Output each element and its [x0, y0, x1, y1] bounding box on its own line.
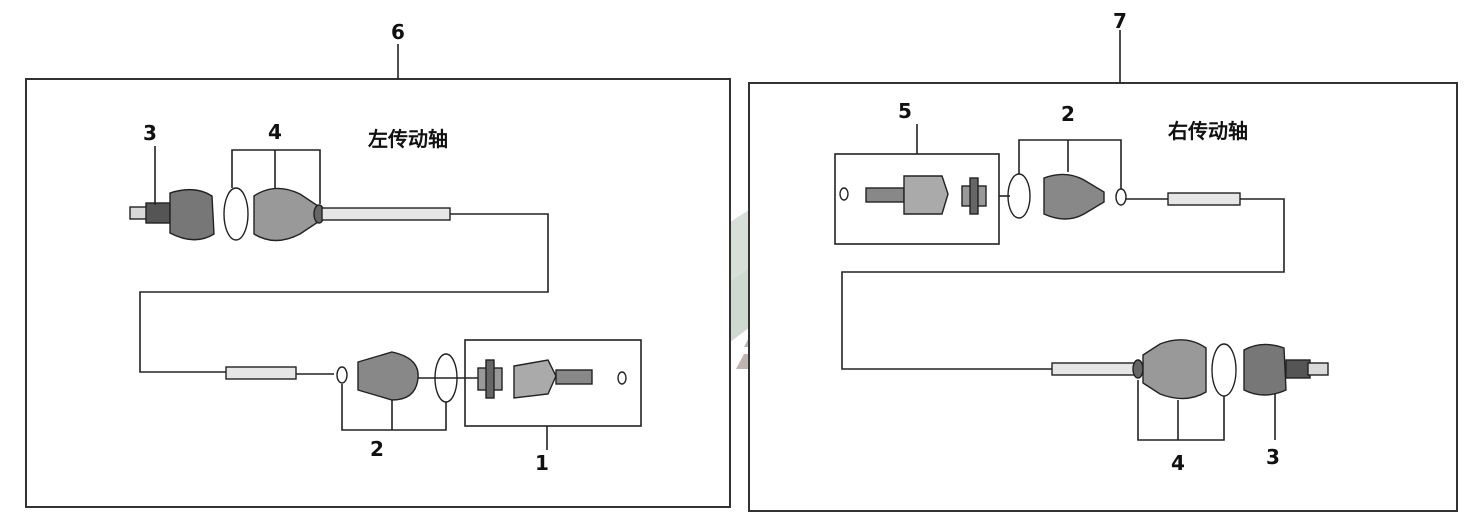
right-inner-circlip	[839, 187, 849, 201]
left-callout-2-bracket	[341, 384, 447, 431]
right-callout-3: 3	[1266, 445, 1280, 469]
right-outer-boot	[1142, 339, 1207, 400]
right-outer-spline	[1285, 359, 1311, 379]
right-tripod-joint	[961, 177, 987, 215]
right-inner-boot	[1043, 173, 1105, 220]
left-inner-stub-axle	[555, 369, 593, 385]
right-assembly-frame	[748, 82, 1458, 512]
left-tripod-joint	[477, 359, 503, 399]
right-drive-shaft-assembly: 7 右传动轴 5 2 4	[748, 9, 1458, 512]
left-callout-4-bracket	[231, 149, 321, 204]
right-boot-clamp-small	[1132, 359, 1144, 379]
left-callout-3: 3	[143, 121, 157, 145]
left-assembly-frame	[25, 78, 731, 508]
left-inner-joint-group	[225, 351, 486, 403]
left-inner-joint-box	[464, 339, 642, 427]
right-callout-4: 4	[1171, 451, 1185, 475]
left-shaft-flow-line	[139, 213, 549, 373]
right-callout-5: 5	[898, 99, 912, 123]
right-callout-2-bracket	[1018, 139, 1122, 189]
left-boot-clamp-large	[223, 187, 249, 241]
right-callout-4-bracket	[1137, 380, 1225, 441]
left-inner-clamp-small	[336, 366, 348, 384]
left-inner-boot	[357, 351, 419, 401]
right-callout-2: 2	[1061, 102, 1075, 126]
right-inner-stub-axle	[865, 187, 905, 203]
left-callout-2: 2	[370, 437, 384, 461]
right-inner-cv-housing	[903, 175, 949, 215]
left-assembly-title: 左传动轴	[368, 127, 448, 151]
left-callout-1: 1	[535, 451, 549, 475]
right-assembly-title: 右传动轴	[1168, 119, 1248, 143]
left-inner-cv-housing	[513, 359, 557, 399]
right-outer-stub-axle	[1307, 362, 1329, 376]
left-outer-spline	[145, 202, 171, 224]
left-shaft-lower	[225, 366, 297, 380]
left-drive-shaft-assembly: 6 左传动轴 3 4	[25, 20, 731, 508]
left-shaft-upper	[321, 207, 451, 221]
right-shaft-upper	[1167, 192, 1241, 206]
left-outer-joint-group	[129, 187, 451, 242]
right-outer-cv-joint	[1243, 343, 1287, 396]
right-assembly-number: 7	[1113, 9, 1127, 33]
left-callout-4: 4	[268, 120, 282, 144]
left-assembly-number: 6	[391, 20, 405, 44]
right-shaft-lower	[1051, 362, 1137, 376]
left-outer-cv-joint	[169, 188, 215, 241]
right-shaft-flow-line	[841, 198, 1285, 370]
left-inner-circlip	[617, 371, 627, 385]
right-inner-clamp-small	[1115, 188, 1127, 206]
